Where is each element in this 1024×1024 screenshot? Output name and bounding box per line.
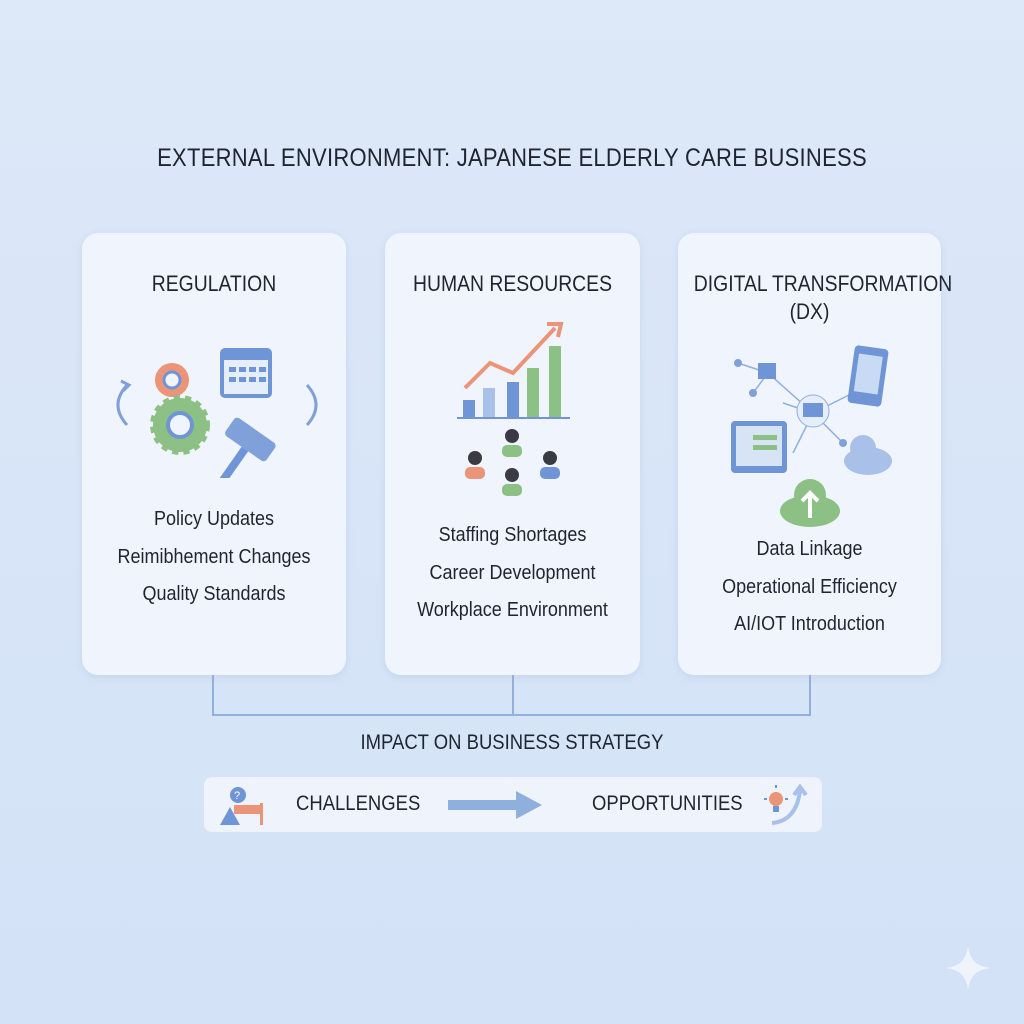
- impact-title: IMPACT ON BUSINESS STRATEGY: [360, 731, 664, 754]
- list-item: Policy Updates: [153, 508, 275, 530]
- lightbulb-growth-icon: [764, 783, 808, 825]
- digital-network-icon: [731, 345, 892, 527]
- list-item: Operational Efficiency: [722, 575, 897, 598]
- growth-chart-and-team-icon: [457, 322, 570, 496]
- list-item: AI/IOT Introduction: [734, 613, 885, 635]
- list-item: Staffing Shortages: [438, 524, 587, 546]
- card-heading: REGULATION: [151, 271, 277, 296]
- sparkle-icon: [946, 946, 990, 990]
- card-heading: DIGITAL TRANSFORMATION: [693, 271, 953, 296]
- impact-bar: ? CHALLENGES OPPORTUNITIES: [204, 777, 822, 832]
- challenges-label: CHALLENGES: [296, 792, 421, 815]
- card-human-resources: HUMAN RESOURCES Staffing Shortages Caree…: [385, 233, 640, 675]
- list-item: Data Linkage: [756, 538, 863, 560]
- card-heading-sub: (DX): [789, 299, 830, 324]
- connector-line: [212, 675, 214, 716]
- arrow-right-icon: [448, 791, 542, 819]
- list-item: Reimibhement Changes: [117, 545, 311, 568]
- opportunities-label: OPPORTUNITIES: [592, 792, 743, 815]
- card-digital-transformation: DIGITAL TRANSFORMATION (DX) Data Linkage…: [678, 233, 953, 675]
- connector-line: [809, 675, 811, 716]
- list-item: Career Development: [429, 561, 596, 584]
- card-heading: HUMAN RESOURCES: [412, 271, 612, 296]
- regulation-icon: [116, 348, 318, 478]
- list-item: Workplace Environment: [417, 599, 608, 621]
- connector-line: [512, 675, 514, 716]
- challenges-icon: ?: [220, 787, 263, 825]
- list-item: Quality Standards: [142, 583, 286, 605]
- card-regulation: REGULATION Policy Updates Reimibhement C…: [82, 233, 346, 675]
- svg-text:?: ?: [234, 790, 240, 802]
- connector-line: [212, 714, 811, 716]
- page-title: EXTERNAL ENVIRONMENT: JAPANESE ELDERLY C…: [157, 144, 867, 172]
